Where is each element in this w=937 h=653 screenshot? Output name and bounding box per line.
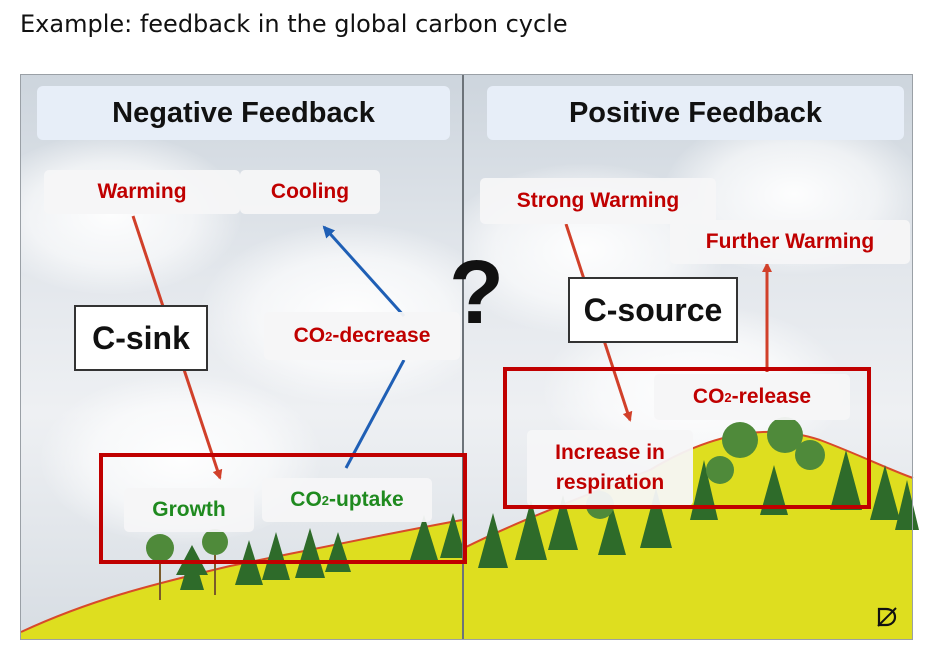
question-mark: ?: [449, 248, 504, 338]
co2-subscript: 2: [325, 329, 332, 344]
decrease-text: -decrease: [332, 324, 430, 348]
positive-feedback-header: Positive Feedback: [487, 86, 904, 140]
c-sink-box: C-sink: [74, 305, 208, 371]
strong-warming-label: Strong Warming: [480, 178, 716, 224]
further-warming-label: Further Warming: [670, 220, 910, 264]
artist-logo: [876, 607, 898, 633]
warming-label: Warming: [44, 170, 240, 214]
c-source-box: C-source: [568, 277, 738, 343]
co2-text: CO: [294, 324, 326, 348]
c-sink-highlight-box: [99, 453, 467, 564]
negative-feedback-header: Negative Feedback: [37, 86, 450, 140]
c-source-highlight-box: [503, 367, 871, 509]
cooling-label: Cooling: [240, 170, 380, 214]
